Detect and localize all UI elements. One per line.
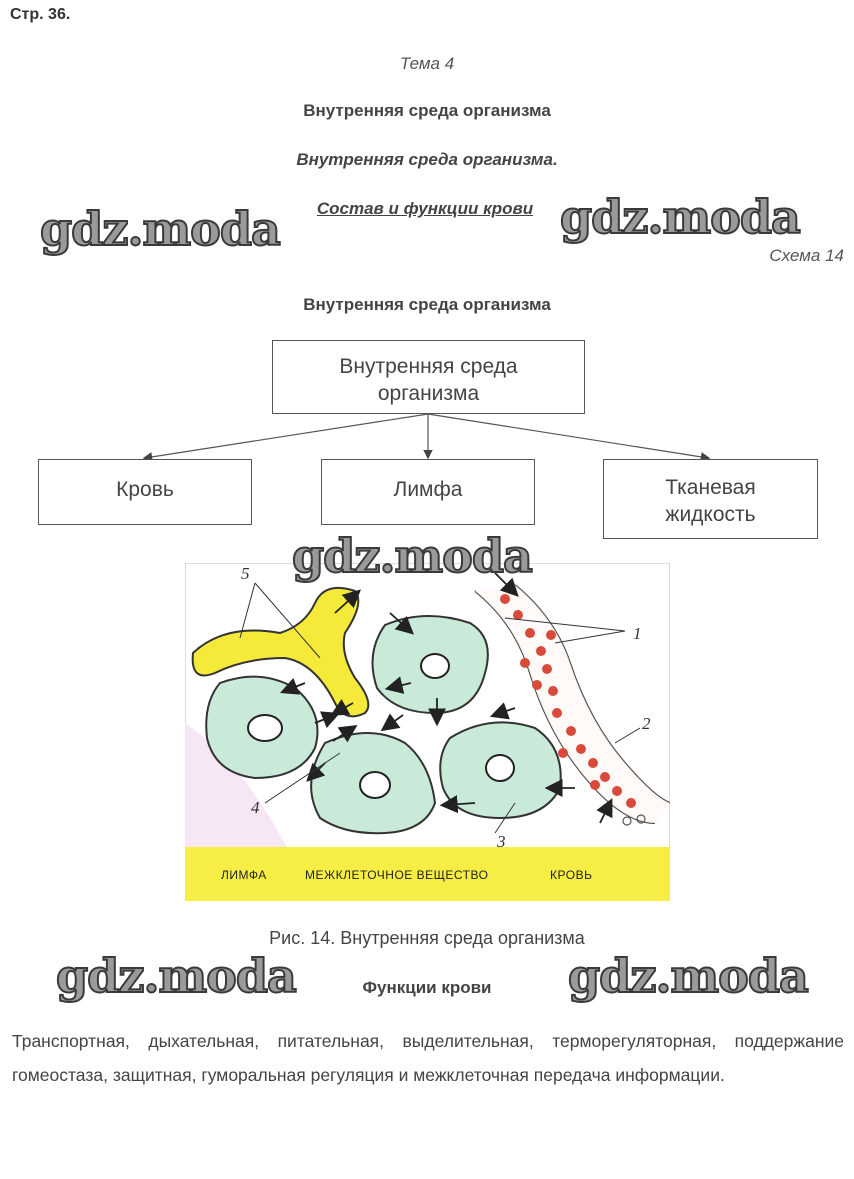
label-leader-lines [239, 582, 641, 834]
watermark: gdz.moda [55, 949, 298, 1003]
diagram-child-label: Тканевая жидкость [665, 476, 756, 526]
blood-vessel-lumen [475, 585, 670, 823]
page-title: Внутренняя среда организма [303, 101, 551, 120]
page-number: Стр. 36. [10, 6, 71, 23]
diagram-child-box: Лимфа [321, 459, 535, 525]
intercellular-tint [185, 723, 295, 863]
page-subtitle: Внутренняя среда организма. [296, 150, 558, 169]
diagram-connectors [142, 413, 711, 462]
topic-label: Тема 4 [399, 54, 455, 73]
marker-label: 1 [633, 624, 642, 643]
functions-text: Транспортная, дыхательная, питательная, … [12, 1031, 844, 1085]
diagram-child-box: Тканевая жидкость [603, 459, 818, 539]
watermark: gdz.moda [559, 190, 802, 244]
red-blood-cells [500, 594, 636, 808]
marker-label: 5 [241, 564, 250, 583]
legend-intercellular: МЕЖКЛЕТОЧНОЕ ВЕЩЕСТВО [305, 868, 488, 882]
watermark: gdz.moda [39, 202, 282, 256]
marker-label: 4 [251, 798, 260, 817]
figure-caption: Рис. 14. Внутренняя среда организма [269, 928, 585, 948]
scheme-label: Схема 14 [769, 246, 844, 265]
arrow-to-tissue-fluid [427, 413, 711, 462]
watermark: gdz.moda [291, 529, 534, 583]
white-blood-cells [622, 814, 646, 826]
legend-lymph: ЛИМФА [221, 868, 267, 882]
section-title: Состав и функции крови [316, 199, 534, 218]
scheme-title: Внутренняя среда организма [303, 295, 551, 314]
internal-environment-figure: 5 1 2 3 4 ЛИМФА МЕЖКЛЕТОЧНОЕ ВЕЩЕСТВО КР… [185, 563, 670, 901]
fluid-flow-arrows [279, 572, 613, 824]
legend-blood: КРОВЬ [550, 868, 592, 882]
marker-label: 2 [642, 714, 651, 733]
functions-heading: Функции крови [362, 978, 492, 997]
diagram-root-label: Внутренняя среда организма [339, 355, 518, 405]
cell-nuclei [247, 653, 515, 799]
marker-label: 3 [496, 832, 506, 851]
diagram-child-box: Кровь [38, 459, 252, 525]
arrow-to-blood [142, 413, 429, 462]
diagram-root-box: Внутренняя среда организма [272, 340, 585, 414]
diagram-child-label: Лимфа [393, 478, 463, 501]
lymph-capillary [191, 587, 370, 718]
watermark: gdz.moda [567, 949, 810, 1003]
legend-band [185, 847, 670, 901]
diagram-child-label: Кровь [116, 478, 174, 501]
